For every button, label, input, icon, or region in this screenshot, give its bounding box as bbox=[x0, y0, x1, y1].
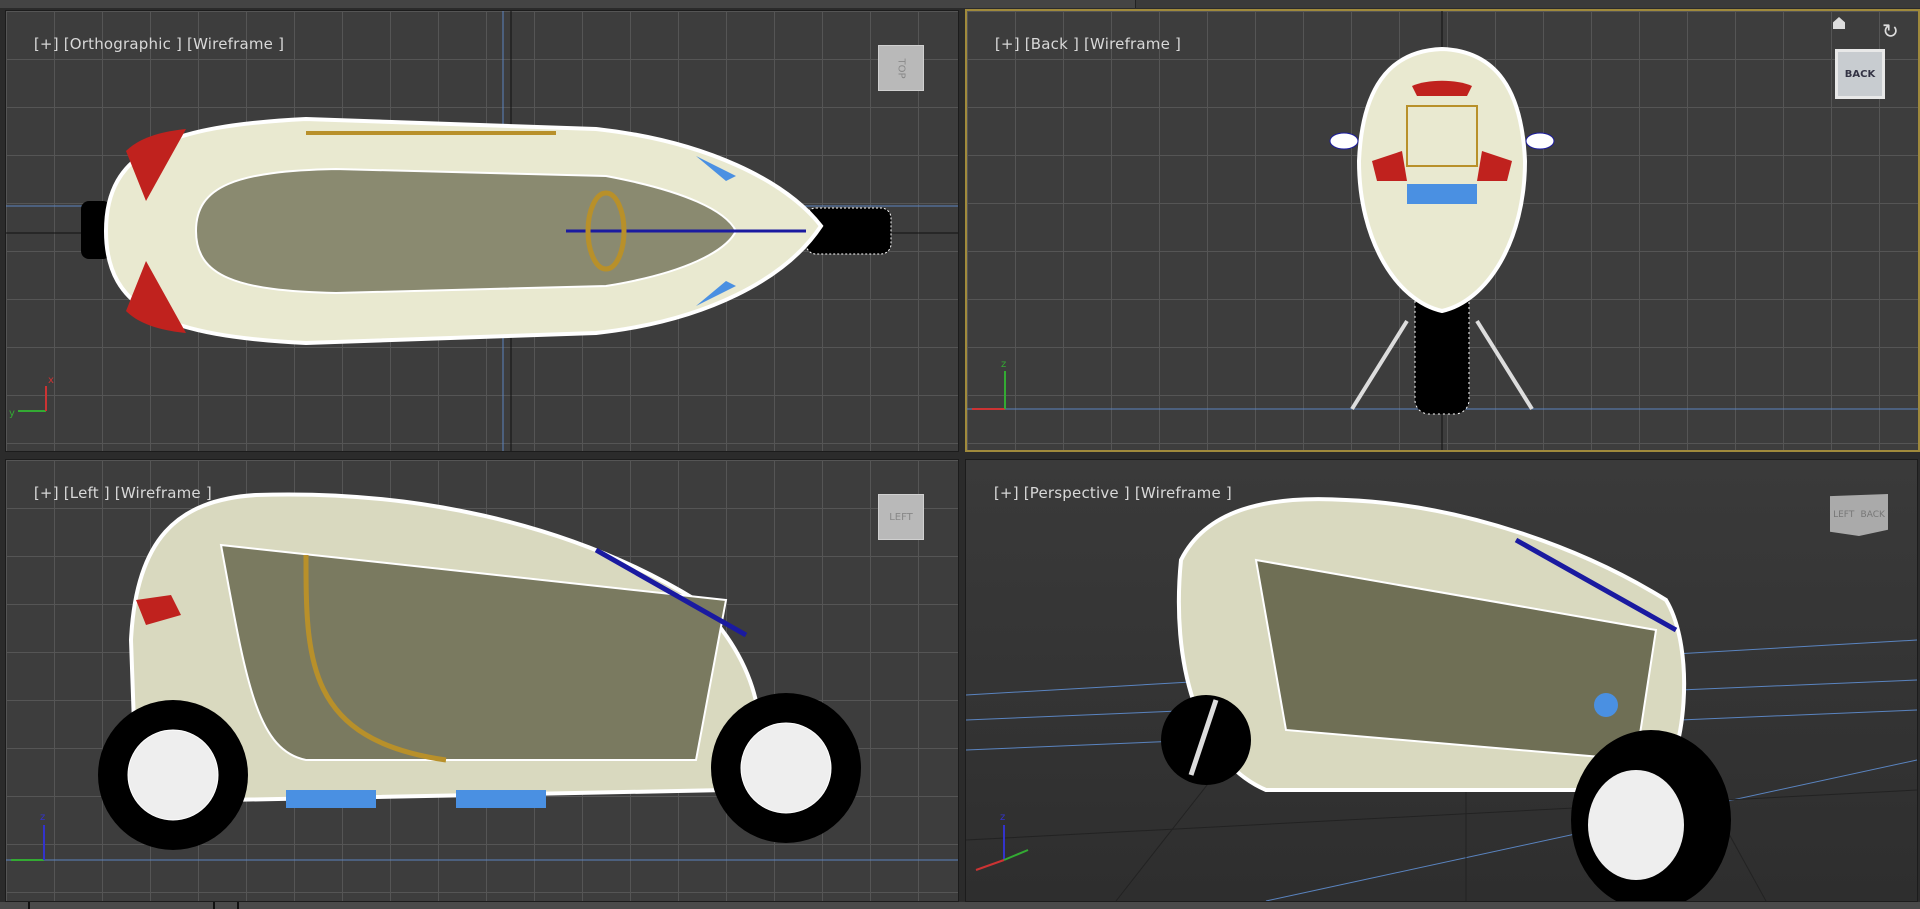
car-top-view bbox=[6, 11, 958, 451]
axis-gizmo: z bbox=[972, 359, 1006, 410]
mirror-detail bbox=[696, 156, 736, 181]
light-detail bbox=[1594, 693, 1618, 717]
view-type-menu[interactable]: [Perspective ] bbox=[1023, 484, 1130, 502]
viewport-menu-plus[interactable]: [+] bbox=[33, 35, 59, 53]
axis-gizmo: z bbox=[975, 812, 1029, 871]
door-frame bbox=[303, 554, 447, 763]
front-hub bbox=[740, 722, 832, 814]
status-strip bbox=[0, 902, 1920, 909]
car-body bbox=[1356, 46, 1528, 314]
divider bbox=[213, 902, 215, 909]
mirror bbox=[1329, 132, 1359, 150]
car-left-view bbox=[6, 492, 958, 861]
viewport-label: [+] [Left ] [Wireframe ] bbox=[14, 466, 212, 520]
tail-light bbox=[126, 129, 186, 201]
car-back-view bbox=[967, 11, 1918, 450]
rear-wheel bbox=[1161, 695, 1251, 785]
svg-text:z: z bbox=[1000, 812, 1005, 823]
viewport-left[interactable]: [+] [Left ] [Wireframe ] LEFT z bbox=[5, 459, 959, 902]
battery-pack bbox=[286, 790, 376, 808]
front-hub bbox=[1588, 770, 1684, 880]
license-plate bbox=[1407, 184, 1477, 204]
viewport-orthographic[interactable]: [+] [Orthographic ] [Wireframe ] TOP y x bbox=[5, 10, 959, 452]
toolbar-segment bbox=[1135, 0, 1920, 8]
viewport-menu-plus[interactable]: [+] bbox=[33, 484, 59, 502]
viewcube-top[interactable]: TOP bbox=[878, 45, 924, 91]
car-perspective-view bbox=[966, 497, 1917, 901]
battery-pack bbox=[456, 790, 546, 808]
view-type-menu[interactable]: [Orthographic ] bbox=[63, 35, 183, 53]
svg-text:y: y bbox=[9, 408, 15, 419]
shading-menu[interactable]: [Wireframe ] bbox=[1134, 484, 1232, 502]
svg-text:z: z bbox=[40, 812, 45, 823]
steering-wheel bbox=[585, 190, 627, 272]
viewport-label: [+] [Orthographic ] [Wireframe ] bbox=[14, 17, 284, 71]
cabin-window bbox=[219, 543, 728, 761]
viewport-label: [+] [Back ] [Wireframe ] bbox=[975, 17, 1181, 71]
shading-menu[interactable]: [Wireframe ] bbox=[1083, 35, 1182, 53]
viewcube-back[interactable]: BACK bbox=[1835, 49, 1885, 99]
divider bbox=[28, 902, 30, 909]
seat-frame bbox=[1406, 105, 1478, 167]
trim bbox=[306, 131, 556, 135]
tail-light bbox=[126, 261, 186, 333]
viewcube-left[interactable]: LEFT bbox=[878, 494, 924, 540]
viewport-back[interactable]: [+] [Back ] [Wireframe ] ↻ BACK z bbox=[965, 9, 1920, 452]
mirror bbox=[1525, 132, 1555, 150]
stand-leg bbox=[1350, 319, 1409, 411]
front-wheel bbox=[805, 207, 892, 255]
svg-text:z: z bbox=[1001, 359, 1006, 370]
tail-light bbox=[136, 595, 181, 625]
rear-hub bbox=[127, 729, 219, 821]
stand-leg bbox=[1475, 319, 1534, 411]
stand-leg bbox=[1188, 699, 1219, 776]
home-icon[interactable] bbox=[1833, 17, 1845, 29]
viewport-menu-plus[interactable]: [+] bbox=[993, 484, 1019, 502]
rotate-icon[interactable]: ↻ bbox=[1882, 19, 1899, 43]
rear-wheel bbox=[81, 201, 111, 259]
divider bbox=[237, 902, 239, 909]
roof-rail bbox=[1514, 537, 1678, 633]
mirror-detail bbox=[696, 281, 736, 306]
top-light bbox=[1412, 80, 1472, 96]
viewport-menu-plus[interactable]: [+] bbox=[994, 35, 1020, 53]
svg-text:x: x bbox=[48, 375, 54, 386]
view-type-menu[interactable]: [Back ] bbox=[1024, 35, 1080, 53]
roof-rail bbox=[594, 547, 748, 638]
axis-gizmo: z bbox=[11, 812, 45, 861]
viewport-label: [+] [Perspective ] [Wireframe ] bbox=[974, 466, 1232, 520]
shading-menu[interactable]: [Wireframe ] bbox=[114, 484, 212, 502]
tail-light bbox=[1477, 151, 1512, 181]
view-type-menu[interactable]: [Left ] bbox=[63, 484, 110, 502]
tail-light bbox=[1372, 151, 1407, 181]
shading-menu[interactable]: [Wireframe ] bbox=[187, 35, 285, 53]
axis-gizmo: y x bbox=[9, 375, 54, 419]
top-toolbar-strip bbox=[0, 0, 1920, 8]
